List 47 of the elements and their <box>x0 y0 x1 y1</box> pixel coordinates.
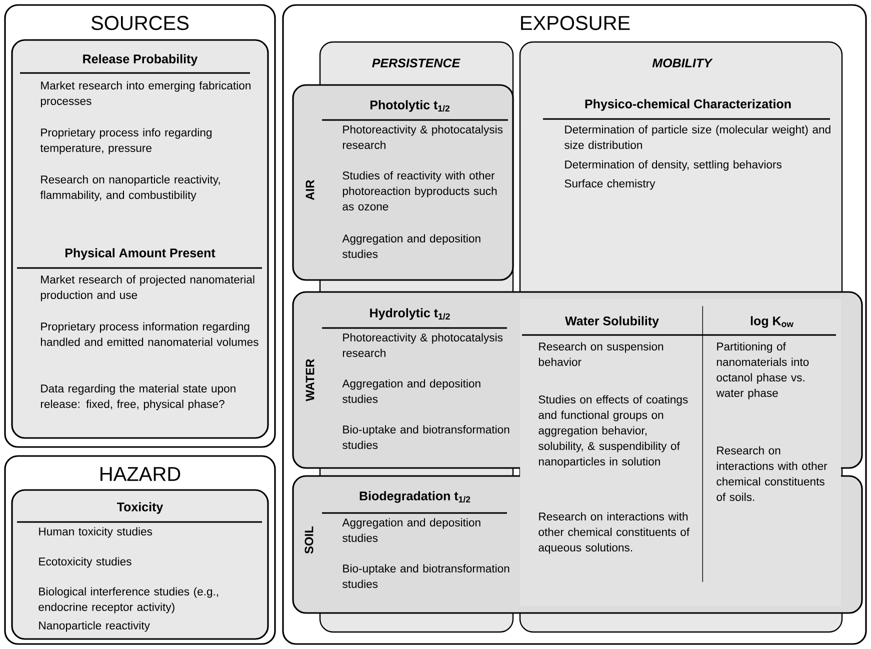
panel-title: EXPOSURE <box>521 16 630 30</box>
section-heading: Release Probability <box>83 54 198 66</box>
list-item: Partitioning of nanomaterials into octanol phase vs. water phase <box>716 342 809 400</box>
row-label: WATER <box>306 359 314 402</box>
list-item: Research on interactions with other chemical constituents of aqueous solutions. <box>538 512 690 554</box>
panel-title: HAZARD <box>100 467 180 481</box>
list-item: Nanoparticle reactivity <box>39 621 150 632</box>
row-label: SOIL <box>304 526 314 554</box>
topic-box <box>11 489 269 640</box>
section-heading: log K$_{ow}$ <box>750 316 794 328</box>
section-heading: Physical Amount Present <box>65 248 216 260</box>
section-heading: Biodegradation t$_{1/2}$ <box>360 491 470 503</box>
list-item: Biological interference studies (e.g., endocrine receptor activity) <box>38 587 218 614</box>
list-item: Research on suspension behavior <box>538 342 664 366</box>
list-item: Research on nanoparticle reactivity, flammability, and combustibility <box>40 175 220 202</box>
list-item: Photoreactivity & photocatalysis research <box>342 333 503 357</box>
list-item: Aggregation and deposition studies <box>342 234 480 258</box>
list-item: Aggregation and deposition studies <box>342 518 480 542</box>
list-item: Human toxicity studies <box>39 527 152 538</box>
medium-box <box>292 84 514 281</box>
panel-title: SOURCES <box>91 16 189 30</box>
list-item: Photoreactivity & photocatalysis research <box>342 125 503 149</box>
list-item: Proprietary process info regarding temperature, pressure <box>40 128 212 154</box>
list-item: Determination of density, settling behaviors <box>565 160 782 171</box>
list-item: Aggregation and deposition studies <box>342 379 480 403</box>
table-column <box>703 299 841 606</box>
list-item: Ecotoxicity studies <box>39 557 132 568</box>
list-item: Determination of particle size (molecular weight) and size distribution <box>564 125 830 149</box>
column-heading: MOBILITY <box>652 58 713 68</box>
section-heading: Hydrolytic t$_{1/2}$ <box>370 308 450 320</box>
list-item: Market research of projected nanomaterial production and use <box>40 275 254 302</box>
section-heading: Toxicity <box>117 502 164 514</box>
list-item: Research on interactions with other chemical constituents of soils. <box>716 446 828 501</box>
list-item: Surface chemistry <box>564 179 656 190</box>
list-item: Bio-uptake and biotransformation studies <box>342 425 510 449</box>
table-column <box>520 299 704 606</box>
list-item: Studies of reactivity with other photoreaction byproducts such as ozone <box>342 171 497 210</box>
list-item: Data regarding the material state upon release: fixed, free, physical phase? <box>40 384 236 410</box>
list-item: Bio-uptake and biotransformation studies <box>342 564 510 588</box>
section-heading: Photolytic t$_{1/2}$ <box>370 100 450 112</box>
list-item: Market research into emerging fabrication processes <box>40 81 250 108</box>
section-heading: Water Solubility <box>565 316 659 328</box>
row-label: AIR <box>306 180 314 200</box>
column-heading: PERSISTENCE <box>372 58 460 68</box>
list-item: Proprietary process information regarding handled and emitted nanomaterial volumes <box>40 322 258 346</box>
list-item: Studies on effects of coatings and functional groups on aggregation behavior, solubility, & suspendibility of nanoparticles in solution <box>538 395 688 468</box>
section-heading: Physico-chemical Characterization <box>585 99 791 111</box>
